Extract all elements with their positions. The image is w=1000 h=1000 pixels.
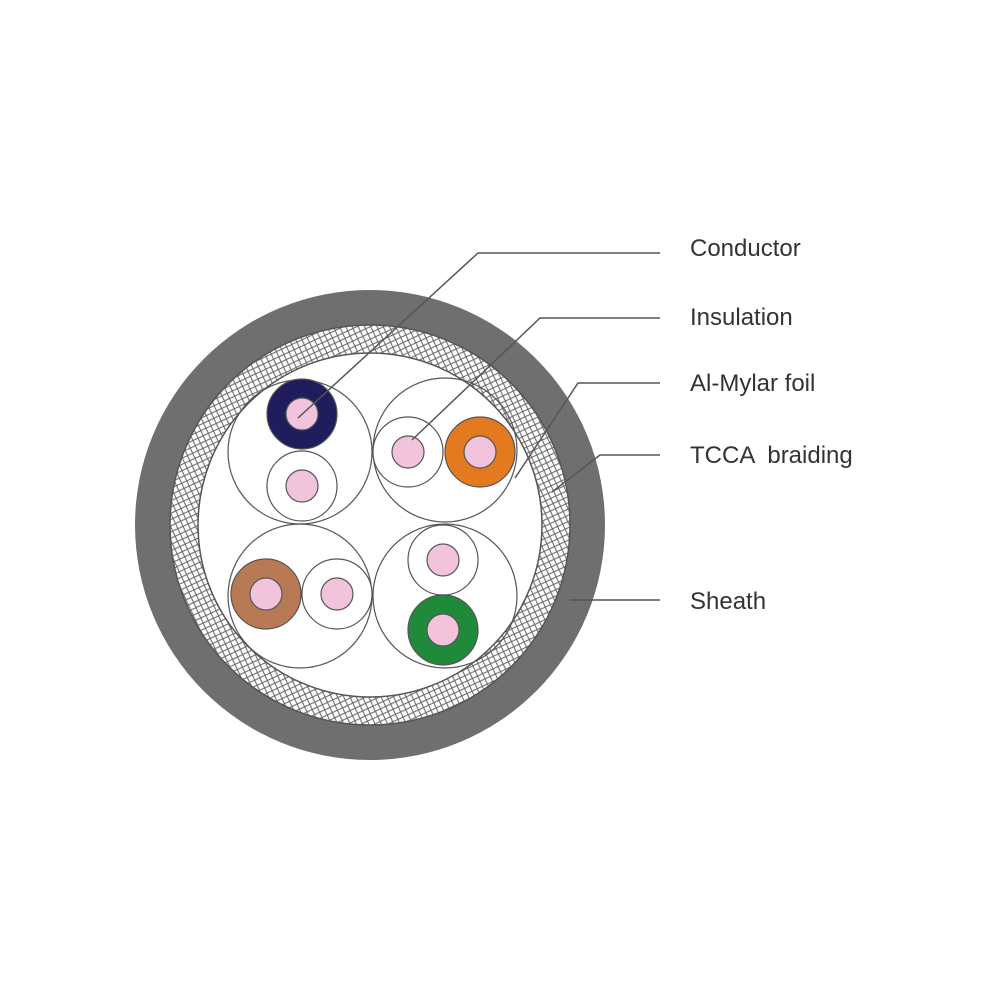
conductor xyxy=(249,577,283,611)
leader-insulation xyxy=(411,317,660,441)
label-al-mylar-foil: Al-Mylar foil xyxy=(690,370,816,397)
conductor xyxy=(391,435,425,469)
conductor xyxy=(285,469,319,503)
label-insulation: Insulation xyxy=(690,304,793,331)
twisted-pair xyxy=(372,523,518,669)
label-tcca-braiding: TCCA braiding xyxy=(690,442,853,469)
label-sheath: Sheath xyxy=(690,588,767,615)
conductor xyxy=(426,543,460,577)
label-conductor: Conductor xyxy=(690,235,801,262)
conductor xyxy=(320,577,354,611)
leader-braiding xyxy=(551,454,660,493)
leader-conductor xyxy=(297,252,660,419)
leader-foil xyxy=(514,382,660,479)
al-mylar-foil xyxy=(197,352,543,698)
conductor xyxy=(463,435,497,469)
conductor xyxy=(426,613,460,647)
